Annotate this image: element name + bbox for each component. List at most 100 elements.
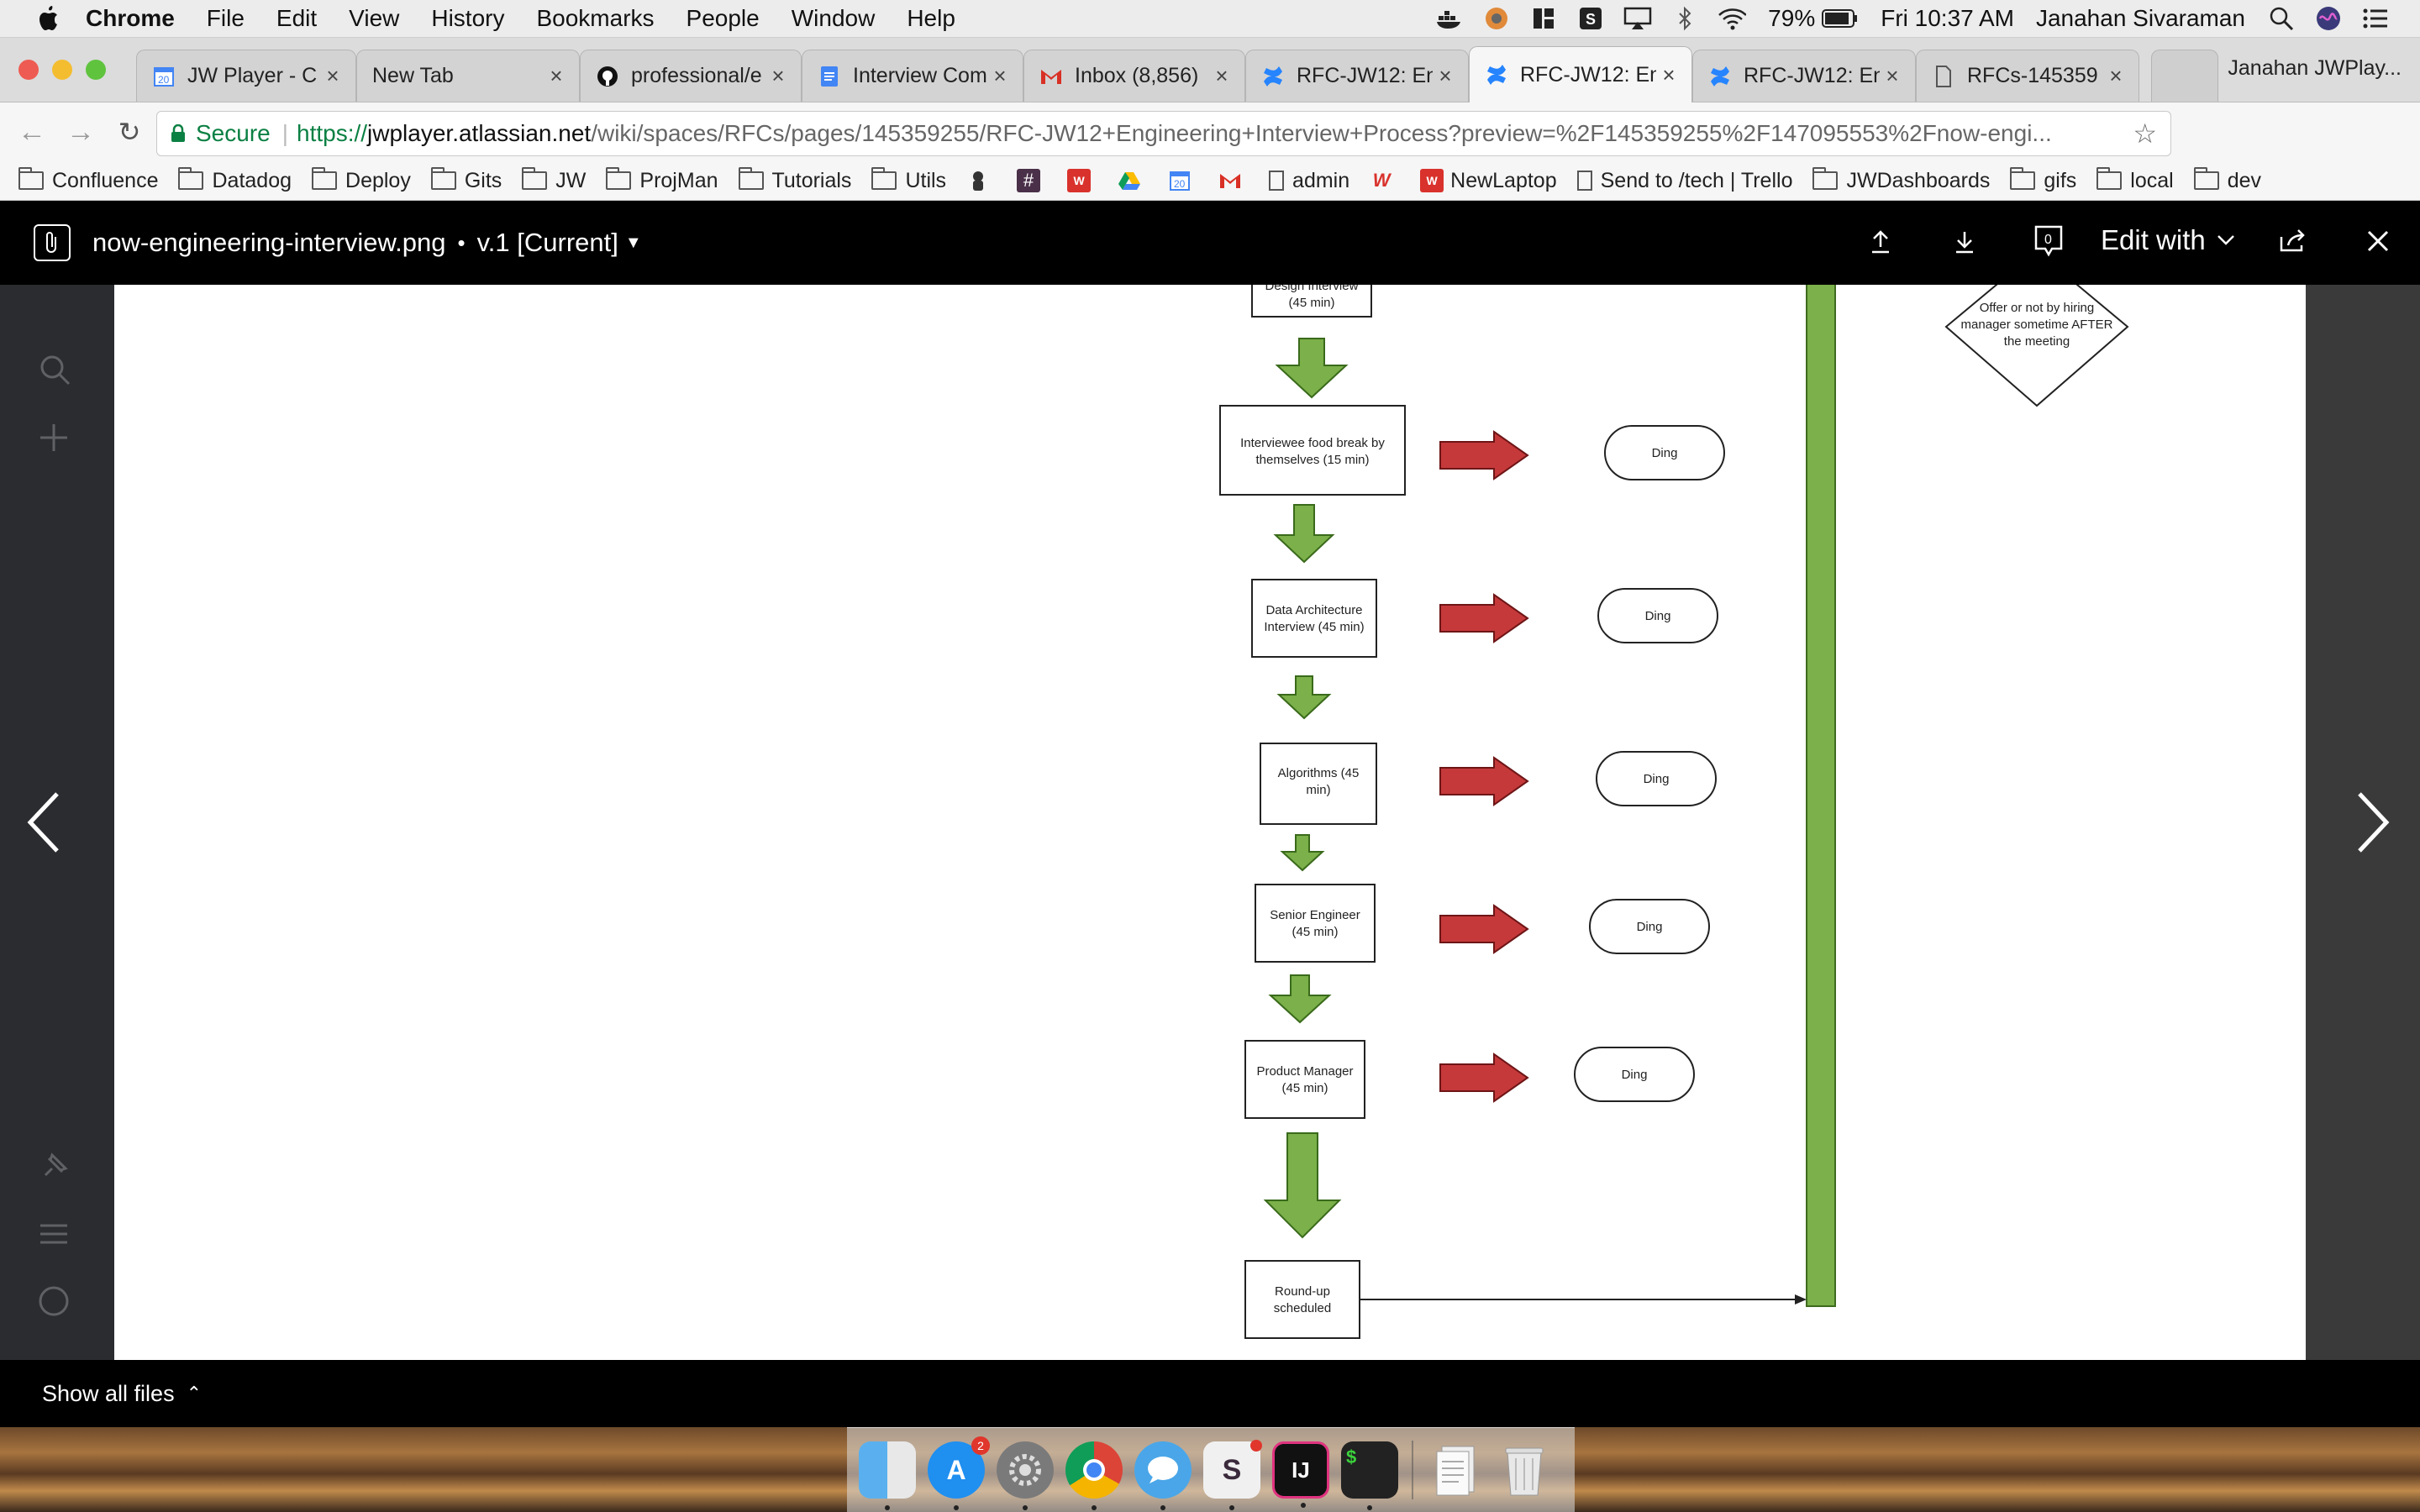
intellij-icon[interactable]: IJ	[1272, 1441, 1329, 1508]
reload-icon[interactable]: ↻	[118, 117, 141, 147]
caret-down-icon[interactable]: ▼	[624, 233, 642, 252]
bookmark-datadog[interactable]: Datadog	[178, 167, 292, 193]
tab-close-icon[interactable]: ×	[550, 63, 563, 88]
svg-text:Ding: Ding	[1637, 920, 1663, 934]
window-close-button[interactable]	[18, 60, 39, 80]
tab-rfc-jw12-3[interactable]: RFC-JW12: En ×	[1692, 50, 1916, 102]
menu-user-name[interactable]: Janahan Sivaraman	[2035, 5, 2245, 31]
bookmark-slack[interactable]: #	[1017, 169, 1047, 192]
svg-text:Ding: Ding	[1644, 772, 1670, 786]
tab-github-professional[interactable]: professional/e ×	[580, 50, 802, 102]
airplay-icon[interactable]	[1623, 6, 1652, 31]
bookmark-tutorials[interactable]: Tutorials	[738, 167, 851, 193]
bookmark-gmail[interactable]	[1218, 169, 1249, 192]
menu-file[interactable]: File	[206, 5, 245, 31]
tab-close-icon[interactable]: ×	[1215, 63, 1228, 88]
dashboard-tray-icon[interactable]	[1529, 6, 1558, 31]
tab-close-icon[interactable]: ×	[993, 63, 1007, 88]
show-all-files-button[interactable]: Show all files	[42, 1380, 175, 1406]
bookmark-confluence[interactable]: Confluence	[18, 167, 158, 193]
window-minimize-button[interactable]	[52, 60, 72, 80]
menu-history[interactable]: History	[431, 5, 505, 31]
bluetooth-icon[interactable]	[1670, 6, 1699, 31]
bookmark-local[interactable]: local	[2096, 167, 2174, 193]
bookmark-drive[interactable]	[1118, 169, 1148, 192]
address-bar[interactable]: Secure | https://jwplayer.atlassian.net/…	[156, 111, 2171, 156]
forward-arrow-icon[interactable]: →	[66, 115, 95, 148]
menu-edit[interactable]: Edit	[276, 5, 318, 31]
chrome-icon[interactable]	[1065, 1441, 1123, 1510]
edit-with-button[interactable]: Edit with	[2101, 224, 2236, 256]
tab-close-icon[interactable]: ×	[1662, 61, 1676, 87]
finder-icon[interactable]	[859, 1441, 916, 1510]
bookmark-jwdashboards[interactable]: JWDashboards	[1812, 167, 1990, 193]
upload-icon[interactable]	[1862, 223, 1899, 260]
profile-button[interactable]: Janahan JWPlay...	[2228, 56, 2402, 80]
menu-help[interactable]: Help	[907, 5, 955, 31]
ding-arrow-1	[1439, 593, 1529, 643]
chevron-up-icon[interactable]: ⌃	[186, 1383, 203, 1404]
battery-icon[interactable]	[1822, 6, 1859, 31]
avatar-tray-icon[interactable]	[1482, 6, 1511, 31]
menu-clock[interactable]: Fri 10:37 AM	[1881, 5, 2014, 31]
previous-image-icon[interactable]	[24, 789, 66, 856]
bookmark-calendar[interactable]: 20	[1168, 169, 1198, 192]
terminal-icon[interactable]: $	[1341, 1441, 1398, 1510]
bookmark-gifs[interactable]: gifs	[2010, 167, 2076, 193]
tab-rfc-jw12-1[interactable]: RFC-JW12: En ×	[1245, 50, 1469, 102]
close-icon[interactable]	[2360, 223, 2396, 260]
version-selector[interactable]: v.1 [Current]	[476, 228, 618, 257]
tab-interview-doc[interactable]: Interview Com ×	[802, 50, 1023, 102]
battery-percent: 79%	[1768, 5, 1816, 31]
menu-view[interactable]: View	[349, 5, 400, 31]
menu-people[interactable]: People	[686, 5, 760, 31]
bookmark-jw-red[interactable]: W	[1370, 169, 1400, 192]
bookmark-admin[interactable]: admin	[1269, 169, 1349, 193]
bookmark-utils[interactable]: Utils	[871, 167, 946, 193]
download-icon[interactable]	[1946, 223, 1983, 260]
messages-icon[interactable]	[1134, 1441, 1192, 1510]
new-tab-button[interactable]	[2151, 50, 2218, 102]
back-arrow-icon[interactable]: ←	[18, 115, 46, 148]
comment-icon[interactable]: 0	[2030, 223, 2067, 260]
wifi-icon[interactable]	[1718, 6, 1747, 31]
tab-close-icon[interactable]: ×	[771, 63, 785, 88]
bookmark-star-icon[interactable]: ☆	[2133, 118, 2157, 149]
bookmark-jw[interactable]: JW	[522, 167, 586, 193]
tab-rfc-jw12-active[interactable]: RFC-JW12: En ×	[1469, 46, 1692, 102]
menu-bookmarks[interactable]: Bookmarks	[536, 5, 655, 31]
bookmark-projman[interactable]: ProjMan	[606, 167, 718, 193]
spotlight-icon[interactable]	[2267, 6, 2296, 31]
bookmark-jw-app[interactable]: W	[1067, 169, 1097, 192]
bookmark-jenkins[interactable]	[966, 169, 997, 192]
bookmark-gits[interactable]: Gits	[430, 167, 502, 193]
apple-menu-icon[interactable]	[37, 6, 59, 31]
tab-close-icon[interactable]: ×	[2109, 63, 2123, 88]
tab-close-icon[interactable]: ×	[326, 63, 339, 88]
menu-window[interactable]: Window	[791, 5, 876, 31]
trash-icon[interactable]	[1496, 1441, 1553, 1499]
tab-close-icon[interactable]: ×	[1439, 63, 1452, 88]
bookmark-deploy[interactable]: Deploy	[312, 167, 411, 193]
scrivener-tray-icon[interactable]: S	[1576, 6, 1605, 31]
bookmark-trello[interactable]: Send to /tech | Trello	[1576, 169, 1792, 193]
documents-icon[interactable]	[1427, 1441, 1484, 1499]
menu-app-name[interactable]: Chrome	[86, 5, 175, 31]
notification-center-icon[interactable]	[2361, 6, 2390, 31]
tab-new-tab[interactable]: New Tab ×	[356, 50, 580, 102]
tab-rfcs-page[interactable]: RFCs-145359 ×	[1916, 50, 2139, 102]
docker-icon[interactable]	[1435, 6, 1464, 31]
slack-icon[interactable]: S	[1203, 1440, 1262, 1510]
window-zoom-button[interactable]	[86, 60, 106, 80]
ding-terminal-3: Ding	[1589, 899, 1710, 954]
siri-icon[interactable]	[2314, 6, 2343, 31]
tab-close-icon[interactable]: ×	[1886, 63, 1899, 88]
tab-gmail-inbox[interactable]: Inbox (8,856) ×	[1023, 50, 1245, 102]
tab-jw-player-calendar[interactable]: 20 JW Player - C ×	[136, 50, 356, 102]
next-image-icon[interactable]	[2351, 789, 2393, 856]
system-preferences-icon[interactable]	[997, 1441, 1054, 1510]
bookmark-dev[interactable]: dev	[2193, 167, 2261, 193]
share-icon[interactable]	[2274, 223, 2311, 260]
